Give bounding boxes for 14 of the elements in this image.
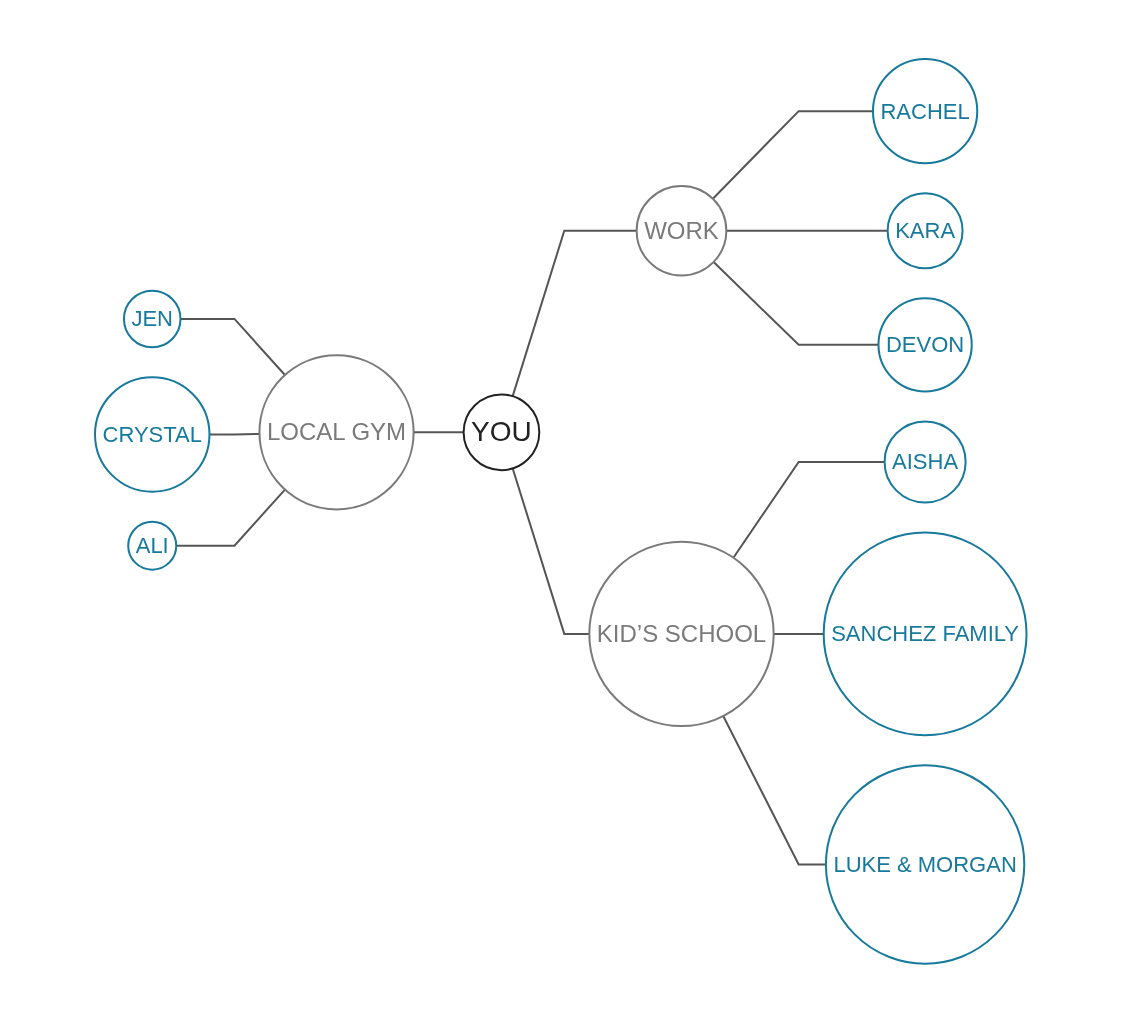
node-circle: WORK (635, 185, 728, 277)
node-circle: SANCHEZ FAMILY (822, 531, 1028, 737)
node-circle: RACHEL (871, 58, 978, 165)
node-circle: KARA (886, 192, 964, 270)
connector (175, 488, 286, 547)
node-circle: LOCAL GYM (258, 354, 415, 511)
node-circle: AISHA (883, 420, 967, 504)
node-circle: LUKE & MORGAN (824, 764, 1025, 965)
node-circle: YOU (462, 393, 541, 472)
node-circle: JEN (122, 289, 182, 349)
node-circle: CRYSTAL (93, 376, 211, 493)
node-circle: DEVON (877, 297, 973, 393)
node-circle: KID’S SCHOOL (588, 540, 775, 728)
node-circle: ALI (126, 520, 177, 571)
